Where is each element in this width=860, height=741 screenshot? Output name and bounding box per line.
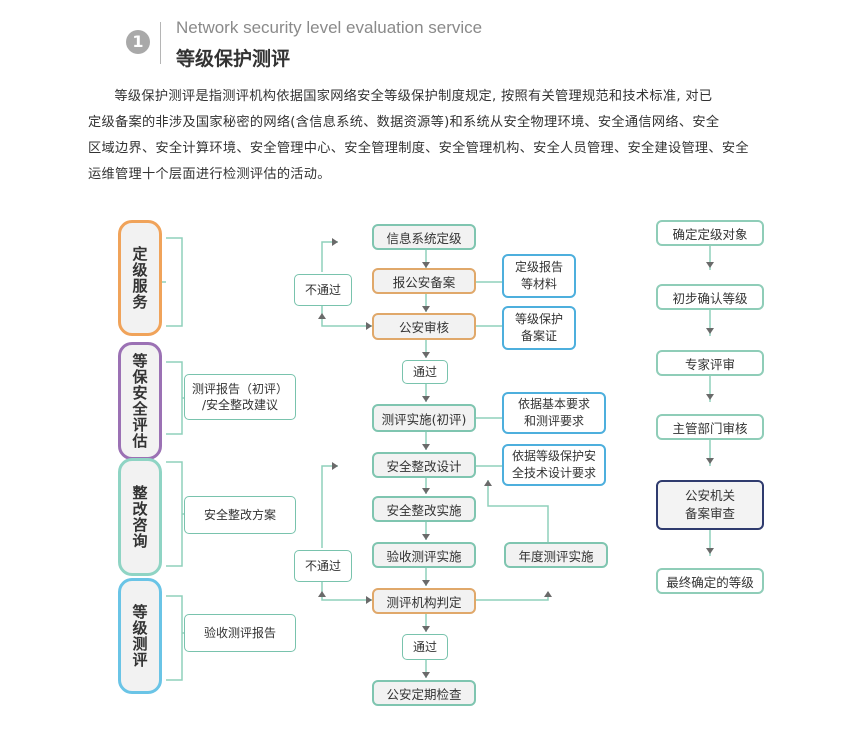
step-police-review: 公安审核 xyxy=(372,313,476,340)
note-line: 依据等级保护安 xyxy=(511,449,596,463)
note-line: 全技术设计要求 xyxy=(511,466,596,480)
item-line: 验收测评报告 xyxy=(203,626,276,640)
right-step-expert-review: 专家评审 xyxy=(656,350,764,376)
category-label: 定级服务 xyxy=(130,246,149,310)
category-rectification-consulting: 整改咨询 xyxy=(118,458,162,576)
item-assessment-report: 测评报告（初评） /安全整改建议 xyxy=(184,374,296,420)
category-label: 等级测评 xyxy=(130,604,149,668)
item-rectification-plan: 安全整改方案 xyxy=(184,496,296,534)
category-level-evaluation: 等级测评 xyxy=(118,578,162,694)
intro-paragraph: 等级保护测评是指测评机构依据国家网络安全等级保护制度规定, 按照有关管理规范和技… xyxy=(88,84,774,188)
page-title: 等级保护测评 xyxy=(176,48,291,70)
item-line: /安全整改建议 xyxy=(201,398,279,412)
pass-box-2: 通过 xyxy=(402,634,448,660)
title-divider xyxy=(160,22,161,64)
intro-line-1: 等级保护测评是指测评机构依据国家网络安全等级保护制度规定, 按照有关管理规范和技… xyxy=(114,89,713,104)
note-grading-report: 定级报告 等材料 xyxy=(502,254,576,298)
right-step-line: 备案审查 xyxy=(684,506,735,521)
pass-box-1: 通过 xyxy=(402,360,448,384)
note-line: 和测评要求 xyxy=(523,414,584,428)
right-step-final-level: 最终确定的等级 xyxy=(656,568,764,594)
fail-box-1: 不通过 xyxy=(294,274,352,306)
section-number-badge: 1 xyxy=(126,30,150,54)
note-line: 等级保护 xyxy=(514,312,563,326)
step-initial-assessment: 测评实施(初评) xyxy=(372,404,476,432)
fail-box-2: 不通过 xyxy=(294,550,352,582)
note-line: 依据基本要求 xyxy=(517,397,590,411)
note-line: 定级报告 xyxy=(514,260,563,274)
right-step-police-filing-review: 公安机关 备案审查 xyxy=(656,480,764,530)
right-step-authority-review: 主管部门审核 xyxy=(656,414,764,440)
step-acceptance-evaluation: 验收测评实施 xyxy=(372,542,476,568)
intro-line-4: 运维管理十个层面进行检测评估的活动。 xyxy=(88,167,331,182)
note-line: 备案证 xyxy=(520,329,557,343)
step-rectification-implementation: 安全整改实施 xyxy=(372,496,476,522)
right-step-preliminary-level: 初步确认等级 xyxy=(656,284,764,310)
note-design-requirements: 依据等级保护安 全技术设计要求 xyxy=(502,444,606,486)
step-police-filing: 报公安备案 xyxy=(372,268,476,294)
intro-line-2: 定级备案的非涉及国家秘密的网络(含信息系统、数据资源等)和系统从安全物理环境、安… xyxy=(88,115,720,130)
category-grading-service: 定级服务 xyxy=(118,220,162,336)
item-line: 安全整改方案 xyxy=(203,508,276,522)
right-step-determine-object: 确定定级对象 xyxy=(656,220,764,246)
step-rectification-design: 安全整改设计 xyxy=(372,452,476,478)
intro-line-3: 区域边界、安全计算环境、安全管理中心、安全管理制度、安全管理机构、安全人员管理、… xyxy=(88,141,749,156)
note-basic-requirements: 依据基本要求 和测评要求 xyxy=(502,392,606,434)
english-title: Network security level evaluation servic… xyxy=(176,18,483,37)
note-line: 等材料 xyxy=(520,277,557,291)
category-label: 等保安全评估 xyxy=(130,353,149,449)
right-step-line: 公安机关 xyxy=(684,488,735,503)
category-label: 整改咨询 xyxy=(130,485,149,549)
item-acceptance-report: 验收测评报告 xyxy=(184,614,296,652)
item-line: 测评报告（初评） xyxy=(191,382,288,396)
step-system-grading: 信息系统定级 xyxy=(372,224,476,250)
note-filing-certificate: 等级保护 备案证 xyxy=(502,306,576,350)
step-annual-evaluation: 年度测评实施 xyxy=(504,542,608,568)
step-periodic-inspection: 公安定期检查 xyxy=(372,680,476,706)
category-security-assessment: 等保安全评估 xyxy=(118,342,162,460)
step-agency-judgement: 测评机构判定 xyxy=(372,588,476,614)
